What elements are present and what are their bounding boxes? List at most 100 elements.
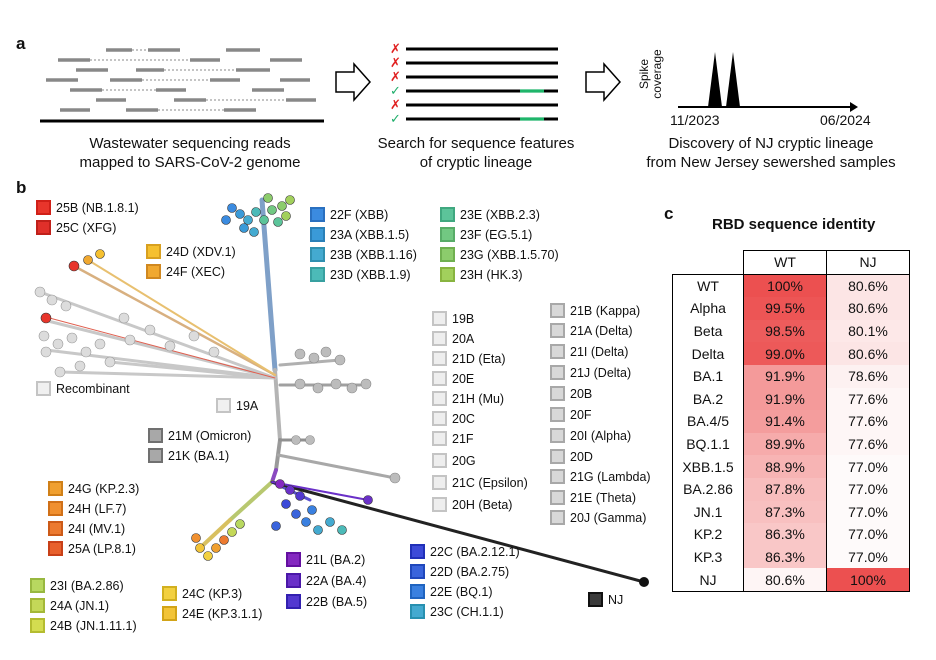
legend-label: 23C (CH.1.1): [430, 604, 504, 619]
legend-label: 20B: [570, 386, 593, 401]
legend-item: 22D (BA.2.75): [410, 564, 509, 579]
legend-label: 22D (BA.2.75): [430, 564, 510, 579]
legend-swatch: [410, 564, 425, 579]
legend-item: 22A (BA.4): [286, 573, 366, 588]
legend-item: 20E: [432, 371, 474, 386]
legend-swatch: [48, 541, 63, 556]
legend-swatch: [550, 490, 565, 505]
legend-swatch: [432, 453, 447, 468]
cell-nj: 78.6%: [826, 364, 910, 388]
legend-label: 22C (BA.2.12.1): [430, 544, 520, 559]
legend-item: 21J (Delta): [550, 365, 631, 380]
legend-swatch: [310, 267, 325, 282]
cell-nj: 80.6%: [826, 342, 910, 365]
legend-label: 21D (Eta): [452, 351, 506, 366]
legend-item: 25A (LP.8.1): [48, 541, 136, 556]
legend-item: Recombinant: [36, 381, 130, 396]
legend-item: 20D: [550, 449, 593, 464]
legend-swatch: [286, 573, 301, 588]
plot-x-end: 06/2024: [820, 112, 871, 128]
legend-label: 20F: [570, 407, 592, 422]
cell-wt: 80.6%: [743, 568, 827, 592]
legend-item: 20G: [432, 453, 476, 468]
legend-label: 22B (BA.5): [306, 594, 368, 609]
legend-swatch: [440, 227, 455, 242]
phylogenetic-tree: [34, 193, 649, 587]
legend-label: 23A (XBB.1.5): [330, 227, 410, 242]
corner-header: [673, 251, 744, 275]
legend-label: 21I (Delta): [570, 344, 629, 359]
legend-item: 22C (BA.2.12.1): [410, 544, 520, 559]
cell-nj: 80.6%: [826, 273, 910, 298]
row-label: Beta: [672, 319, 744, 343]
legend-swatch: [550, 323, 565, 338]
legend-label: 21B (Kappa): [570, 303, 641, 318]
cell-nj: 77.0%: [826, 545, 910, 569]
legend-label: 24C (KP.3): [182, 586, 243, 601]
row-label: NJ: [672, 568, 744, 592]
legend-item: 21H (Mu): [432, 391, 504, 406]
arrow-right-icon: [335, 62, 372, 102]
mark-3: ✗: [390, 69, 401, 84]
mark-1: ✗: [390, 41, 401, 56]
legend-item: 21L (BA.2): [286, 552, 365, 567]
legend-label: 20E: [452, 371, 475, 386]
step2-caption-line2: of cryptic lineage: [419, 154, 533, 171]
legend-label: 24D (XDV.1): [166, 244, 236, 259]
legend-item: 23C (CH.1.1): [410, 604, 504, 619]
legend-label: 24B (JN.1.11.1): [50, 618, 137, 633]
mark-6: ✓: [390, 111, 401, 126]
row-label: KP.2: [672, 523, 744, 546]
plot-x-start: 11/2023: [670, 112, 720, 128]
legend-swatch: [36, 220, 51, 235]
legend-item: 19A: [216, 398, 258, 413]
legend-swatch: [432, 391, 447, 406]
legend-label: 22A (BA.4): [306, 573, 367, 588]
legend-label: 21A (Delta): [570, 323, 633, 338]
panel-b-letter: b: [16, 178, 27, 197]
legend-label: 21M (Omicron): [168, 428, 252, 443]
legend-swatch: [432, 431, 447, 446]
reads-alignment-diagram: [40, 48, 324, 123]
legend-swatch: [432, 371, 447, 386]
legend-swatch: [286, 552, 301, 567]
legend-swatch: [162, 606, 177, 621]
legend-item: 22B (BA.5): [286, 594, 367, 609]
step2-caption: Search for sequence features of cryptic …: [336, 134, 616, 172]
legend-label: 19A: [236, 398, 259, 413]
legend-swatch: [440, 207, 455, 222]
legend-swatch: [550, 365, 565, 380]
cell-wt: 99.0%: [743, 342, 827, 365]
column-header-nj: NJ: [826, 250, 910, 275]
legend-swatch: [162, 586, 177, 601]
step3-caption: Discovery of NJ cryptic lineage from New…: [616, 134, 926, 172]
legend-label: 21C (Epsilon): [452, 475, 528, 490]
legend-item: 20H (Beta): [432, 497, 512, 512]
legend-item: 21C (Epsilon): [432, 475, 528, 490]
legend-swatch: [550, 344, 565, 359]
legend-swatch: [36, 200, 51, 215]
cell-nj: 77.0%: [826, 523, 910, 546]
legend-item: 23H (HK.3): [440, 267, 523, 282]
legend-item: 20A: [432, 331, 474, 346]
legend-swatch: [432, 411, 447, 426]
legend-item: 23E (XBB.2.3): [440, 207, 540, 222]
legend-label: 21F: [452, 431, 474, 446]
legend-item: 20I (Alpha): [550, 428, 631, 443]
legend-swatch: [550, 407, 565, 422]
legend-swatch: [146, 264, 161, 279]
legend-label: 22E (BQ.1): [430, 584, 493, 599]
legend-item: 21K (BA.1): [148, 448, 229, 463]
legend-item: 21E (Theta): [550, 490, 636, 505]
legend-label: 24E (KP.3.1.1): [182, 606, 263, 621]
mark-2: ✗: [390, 55, 401, 70]
legend-swatch: [432, 311, 447, 326]
row-label: BA.2: [672, 387, 744, 411]
